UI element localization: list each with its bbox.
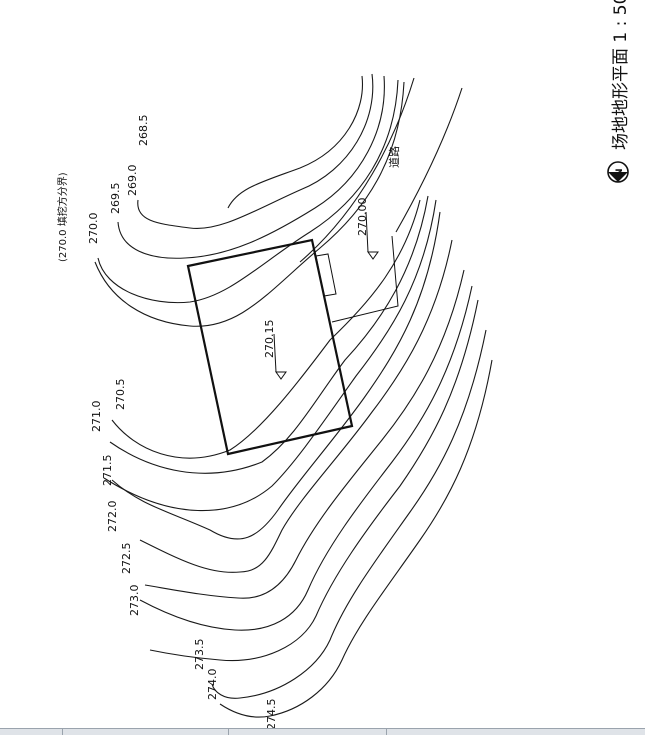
spot-elevation-building-label: 270.15 [263,320,276,359]
contour-label: 271.5 [101,455,114,487]
access-path [331,235,399,323]
spot-elevation-road: 270.00 [356,198,379,260]
contour-label: 272.0 [106,501,119,533]
contour-label: 273.5 [193,639,206,671]
contour-label: 269.0 [126,165,139,197]
boundary-note: (270.0 填挖方分界) [56,172,69,262]
drawing-title: 场地地形平面 1 : 500 [611,0,631,150]
contour-label: 272.5 [120,543,133,575]
contour-line [227,75,364,209]
contour-line [219,359,493,718]
window-bottom-bar [0,728,645,735]
contour-line [139,285,473,631]
road-label: 道路 [387,146,401,168]
contour-line [103,199,437,512]
contour-line [149,299,479,662]
contour-label: 274.5 [265,699,278,731]
north-symbol-label: N [615,168,625,176]
contour-label: 270.5 [114,379,127,411]
contour-line [139,239,453,573]
contour-label: 271.0 [90,401,103,433]
contour-labels: 268.5 269.0 269.5 270.0 270.5 271.0 271.5 272.0… [87,115,278,731]
contour-label: 269.5 [109,183,122,215]
contour-line [137,73,374,230]
contour-line [94,81,405,327]
spot-elevation-road-label: 270.00 [356,198,369,237]
road-edge-right [395,87,463,233]
contour-line [111,199,421,459]
contour-label: 273.0 [128,585,141,617]
building-footprint [186,238,354,456]
contour-line [97,79,399,304]
contour-line [211,329,487,699]
contour-line [109,195,429,474]
contour-line [144,269,465,599]
building-porch [315,253,337,297]
contour-line [117,75,385,259]
spot-elevation-building: 270.15 [263,320,287,380]
contour-label: 274.0 [206,669,219,701]
contour-line [111,211,441,540]
contour-label: 268.5 [137,115,150,147]
north-arrow-icon: N [607,161,629,183]
road-edge-left [299,77,415,263]
contour-label: 270.0 [87,213,100,245]
